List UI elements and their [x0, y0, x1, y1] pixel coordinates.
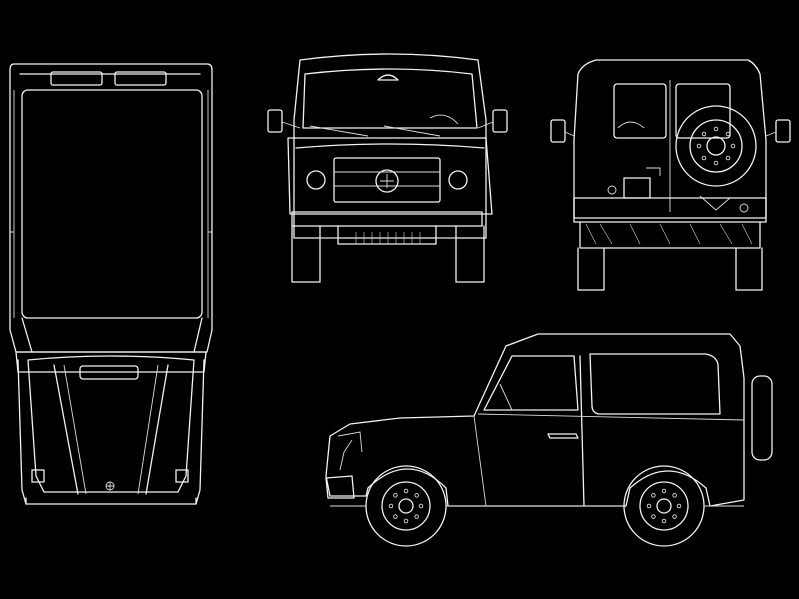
rear-wheel-bolts — [646, 488, 682, 524]
wheel-bolt — [725, 131, 731, 137]
wheel-bolt — [725, 155, 731, 161]
wheel-bolt — [651, 514, 656, 519]
wheel-bolt — [403, 518, 409, 524]
wheel-bolt — [676, 503, 682, 509]
wheel-bolt — [661, 518, 667, 524]
wheel-bolt — [696, 143, 702, 149]
side-view — [325, 333, 773, 547]
wheel-bolt — [393, 493, 398, 498]
wheel-bolt — [646, 503, 652, 509]
wheel-bolt — [713, 126, 719, 132]
rear-view — [550, 59, 791, 291]
wheel-bolt — [403, 488, 409, 494]
wheel-bolt — [672, 514, 677, 519]
wheel-bolt — [414, 514, 419, 519]
front-view — [267, 53, 508, 283]
front-wheel-bolts — [388, 488, 424, 524]
wheel-bolt — [701, 155, 707, 161]
top-view — [9, 63, 213, 505]
wheel-bolt — [393, 514, 398, 519]
wheel-bolt — [713, 160, 719, 166]
wheel-bolt — [414, 493, 419, 498]
wheel-bolt — [388, 503, 394, 509]
wheel-bolt — [418, 503, 424, 509]
wheel-bolt — [672, 493, 677, 498]
wheel-bolt — [701, 131, 707, 137]
wheel-bolt — [661, 488, 667, 494]
wheel-bolt — [651, 493, 656, 498]
spare-wheel-bolts — [696, 126, 736, 166]
wheel-bolt — [730, 143, 736, 149]
